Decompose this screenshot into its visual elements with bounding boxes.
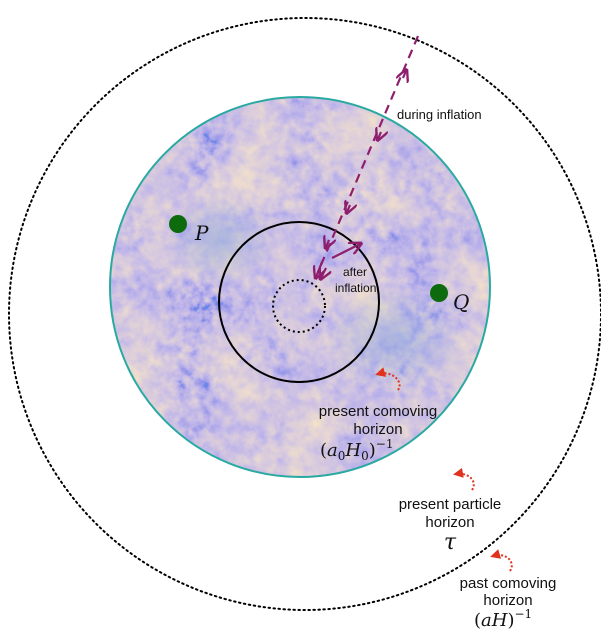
past-comoving-pointer-arrow [490, 549, 513, 572]
point-p-label: P [194, 221, 209, 245]
after-inflation-label-line1: after [343, 265, 367, 279]
cmb-disk [110, 97, 490, 477]
past-comoving-formula: (aH)−1 [474, 607, 532, 631]
past-comoving-horizon-circle [8, 17, 601, 611]
inflation-trajectory [316, 35, 420, 278]
present-particle-pointer-arrow [453, 467, 475, 491]
point-q-label: Q [453, 290, 469, 314]
present-particle-label-line2: horizon [425, 514, 474, 531]
present-comoving-label-line1: present comoving [319, 403, 437, 420]
during-inflation-label: during inflation [397, 107, 482, 122]
present-particle-label-line1: present particle [399, 496, 502, 513]
point-q-dot [430, 284, 448, 302]
present-particle-horizon-circle [109, 96, 491, 478]
present-comoving-pointer-arrow [375, 367, 401, 391]
inner-dotted-circle [272, 279, 326, 333]
past-comoving-label-line2: horizon [483, 592, 532, 609]
past-comoving-label-line1: past comoving [460, 575, 557, 592]
point-p-dot [169, 215, 187, 233]
present-comoving-formula: (a0H0)−1 [320, 437, 393, 463]
tau-symbol: τ [444, 530, 457, 555]
present-comoving-horizon-circle [218, 221, 380, 383]
present-comoving-label-line2: horizon [353, 421, 402, 438]
after-inflation-label-line2: inflation [335, 281, 376, 295]
